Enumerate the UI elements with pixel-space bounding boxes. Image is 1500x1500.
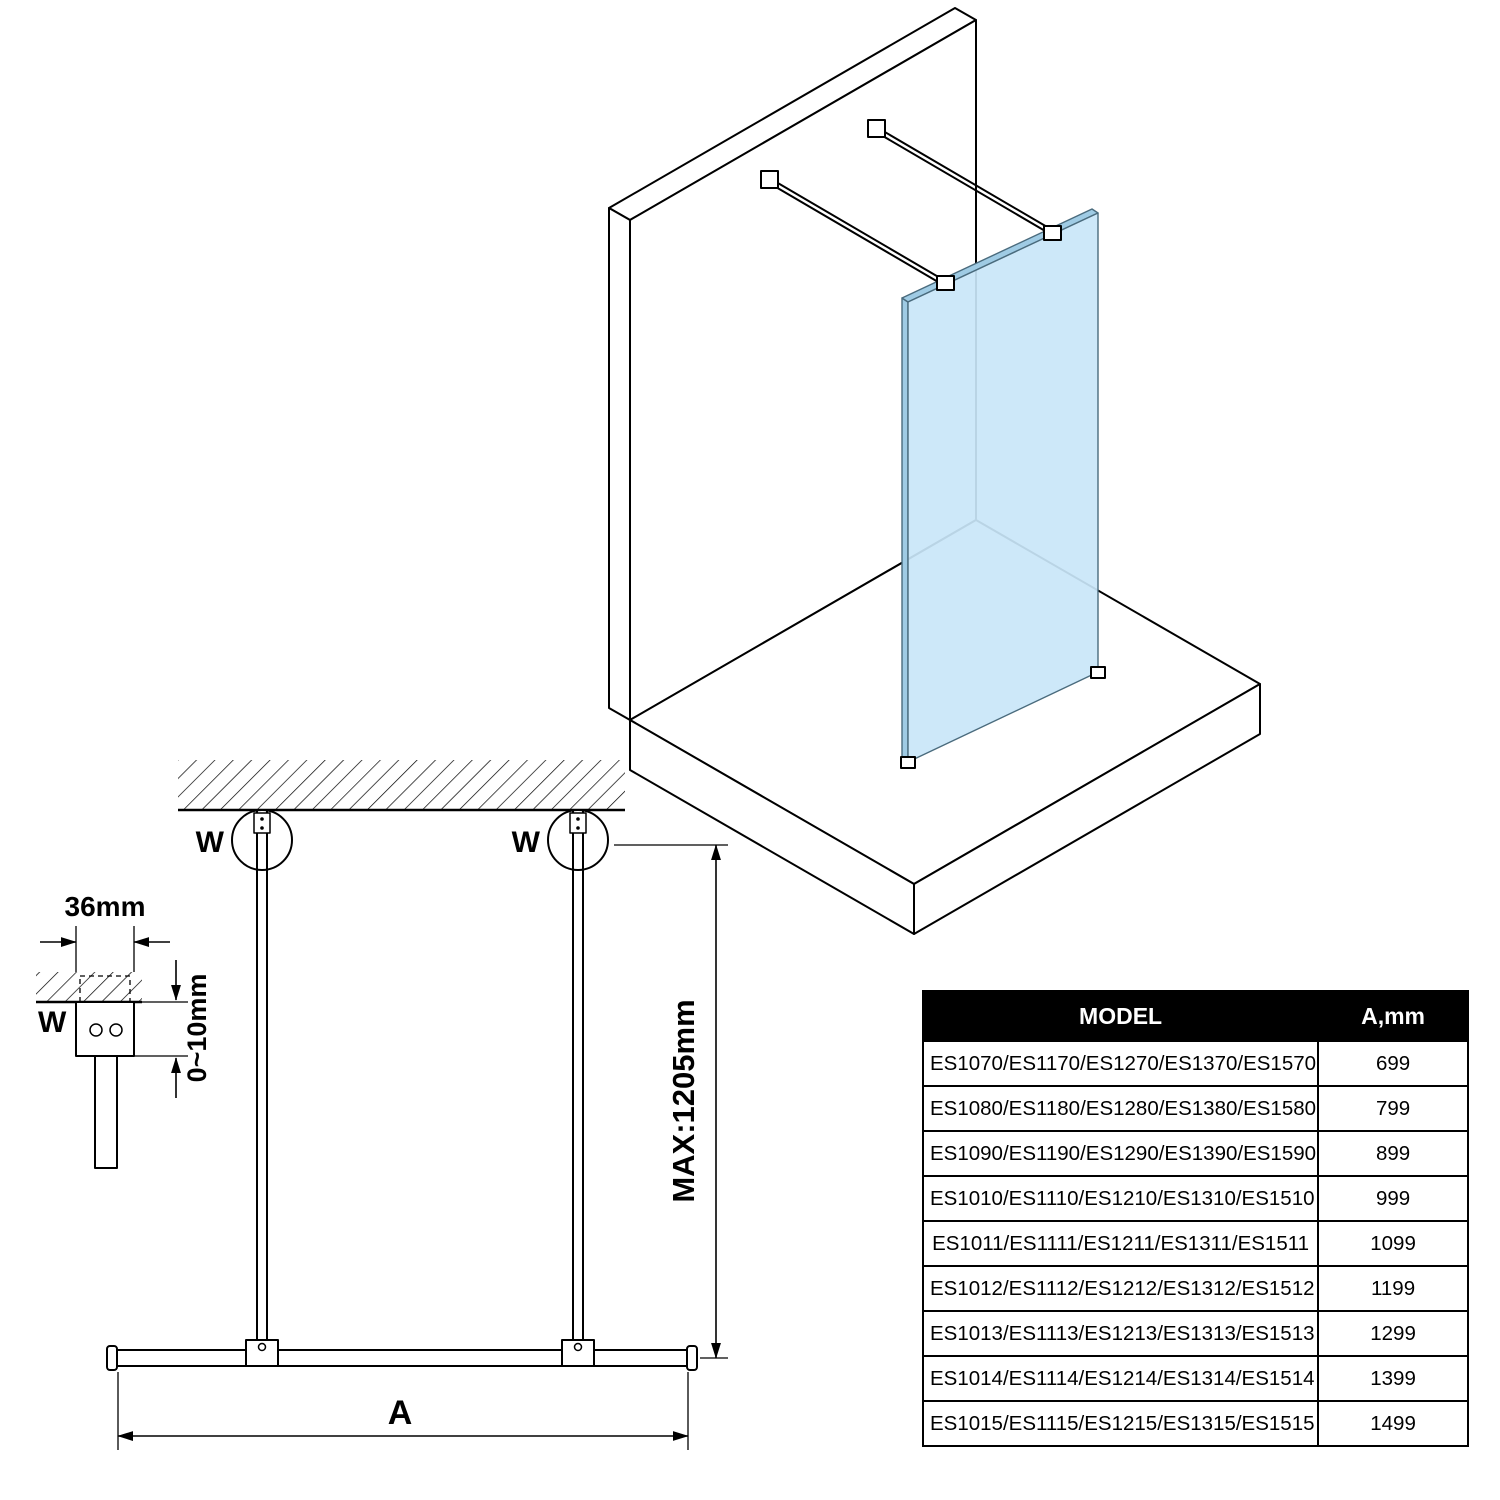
detail-tube	[94, 1055, 118, 1169]
iso-wall	[608, 7, 977, 721]
bracket-screw	[260, 817, 264, 821]
glass-end-cap-right	[686, 1345, 698, 1371]
iso-glass-panel	[901, 208, 1099, 763]
detail-hatch-band	[36, 972, 142, 1002]
iso-glass-left-edge	[901, 297, 909, 763]
detail-bracket	[75, 1001, 135, 1057]
table-header-row: MODEL A,mm	[921, 990, 1469, 1042]
a-mm-cell: 799	[1317, 1085, 1469, 1132]
isometric-view	[608, 7, 1261, 935]
model-column-header: MODEL	[921, 990, 1320, 1042]
iso-glass-clamp-front	[936, 275, 955, 291]
model-cell: ES1014/ES1114/ES1214/ES1314/ES1514	[921, 1355, 1320, 1402]
wall-marker-label-right: W	[512, 826, 541, 859]
clamp-screw	[257, 1342, 267, 1352]
bracket-width-label: 36mm	[65, 891, 146, 922]
width-dimension-label: A	[388, 1394, 413, 1432]
a-mm-cell: 1199	[1317, 1265, 1469, 1312]
support-tube-left	[256, 809, 268, 1345]
wall-bracket-right	[569, 812, 587, 834]
iso-glass-pane	[907, 212, 1099, 763]
support-tube-right	[572, 809, 584, 1345]
detail-wall-marker-label: W	[38, 1006, 67, 1039]
iso-floor-front-face	[913, 683, 1261, 935]
iso-wall-bracket-front	[760, 170, 779, 189]
bracket-screw	[576, 826, 580, 830]
wall-bracket-left	[253, 812, 271, 834]
a-mm-column-header: A,mm	[1317, 990, 1469, 1042]
model-cell: ES1010/ES1110/ES1210/ES1310/ES1510	[921, 1175, 1320, 1222]
iso-glass-clamp-back	[1043, 225, 1062, 241]
model-cell: ES1015/ES1115/ES1215/ES1315/ES1515	[921, 1400, 1320, 1447]
iso-wall-side-face	[608, 207, 631, 721]
iso-floor-foot-left	[900, 756, 916, 769]
model-cell: ES1012/ES1112/ES1212/ES1312/ES1512	[921, 1265, 1320, 1312]
a-mm-cell: 699	[1317, 1040, 1469, 1087]
model-cell: ES1070/ES1170/ES1270/ES1370/ES1570	[921, 1040, 1320, 1087]
glass-end-cap-left	[106, 1345, 118, 1371]
a-mm-cell: 1499	[1317, 1400, 1469, 1447]
a-mm-cell: 1399	[1317, 1355, 1469, 1402]
tube-clamp-right	[561, 1339, 595, 1367]
a-mm-cell: 1099	[1317, 1220, 1469, 1267]
mount-detail: 36mm W 0~10mm	[36, 891, 212, 1169]
wall-marker-label-left: W	[196, 826, 225, 859]
glass-profile-bar	[115, 1349, 689, 1367]
tube-clamp-left	[245, 1339, 279, 1367]
callout-circle-right	[547, 809, 609, 871]
iso-wall-bracket-back	[867, 119, 886, 138]
max-height-label: MAX:1205mm	[666, 999, 701, 1202]
model-cell: ES1013/ES1113/ES1213/ES1313/ES1513	[921, 1310, 1320, 1357]
iso-support-bar-back	[875, 127, 1055, 236]
dimension-view: W W MAX:1205mm A 36mm W	[36, 760, 728, 1450]
model-spec-table: MODEL A,mm ES1070/ES1170/ES1270/ES1370/E…	[921, 990, 1469, 1447]
model-cell: ES1011/ES1111/ES1211/ES1311/ES1511	[921, 1220, 1320, 1267]
a-mm-cell: 999	[1317, 1175, 1469, 1222]
a-mm-cell: 899	[1317, 1130, 1469, 1177]
detail-screw-left	[89, 1023, 103, 1037]
model-cell: ES1080/ES1180/ES1280/ES1380/ES1580	[921, 1085, 1320, 1132]
wall-hatch-band	[178, 760, 625, 810]
iso-floor-foot-right	[1090, 666, 1106, 679]
model-cell: ES1090/ES1190/ES1290/ES1390/ES1590	[921, 1130, 1320, 1177]
bracket-screw	[260, 826, 264, 830]
iso-floor	[629, 519, 1261, 935]
adjust-gap-label: 0~10mm	[182, 974, 212, 1083]
a-mm-cell: 1299	[1317, 1310, 1469, 1357]
clamp-screw	[573, 1342, 583, 1352]
bracket-screw	[576, 817, 580, 821]
detail-screw-right	[109, 1023, 123, 1037]
callout-circle-left	[231, 809, 293, 871]
iso-support-bar-front	[768, 178, 948, 287]
